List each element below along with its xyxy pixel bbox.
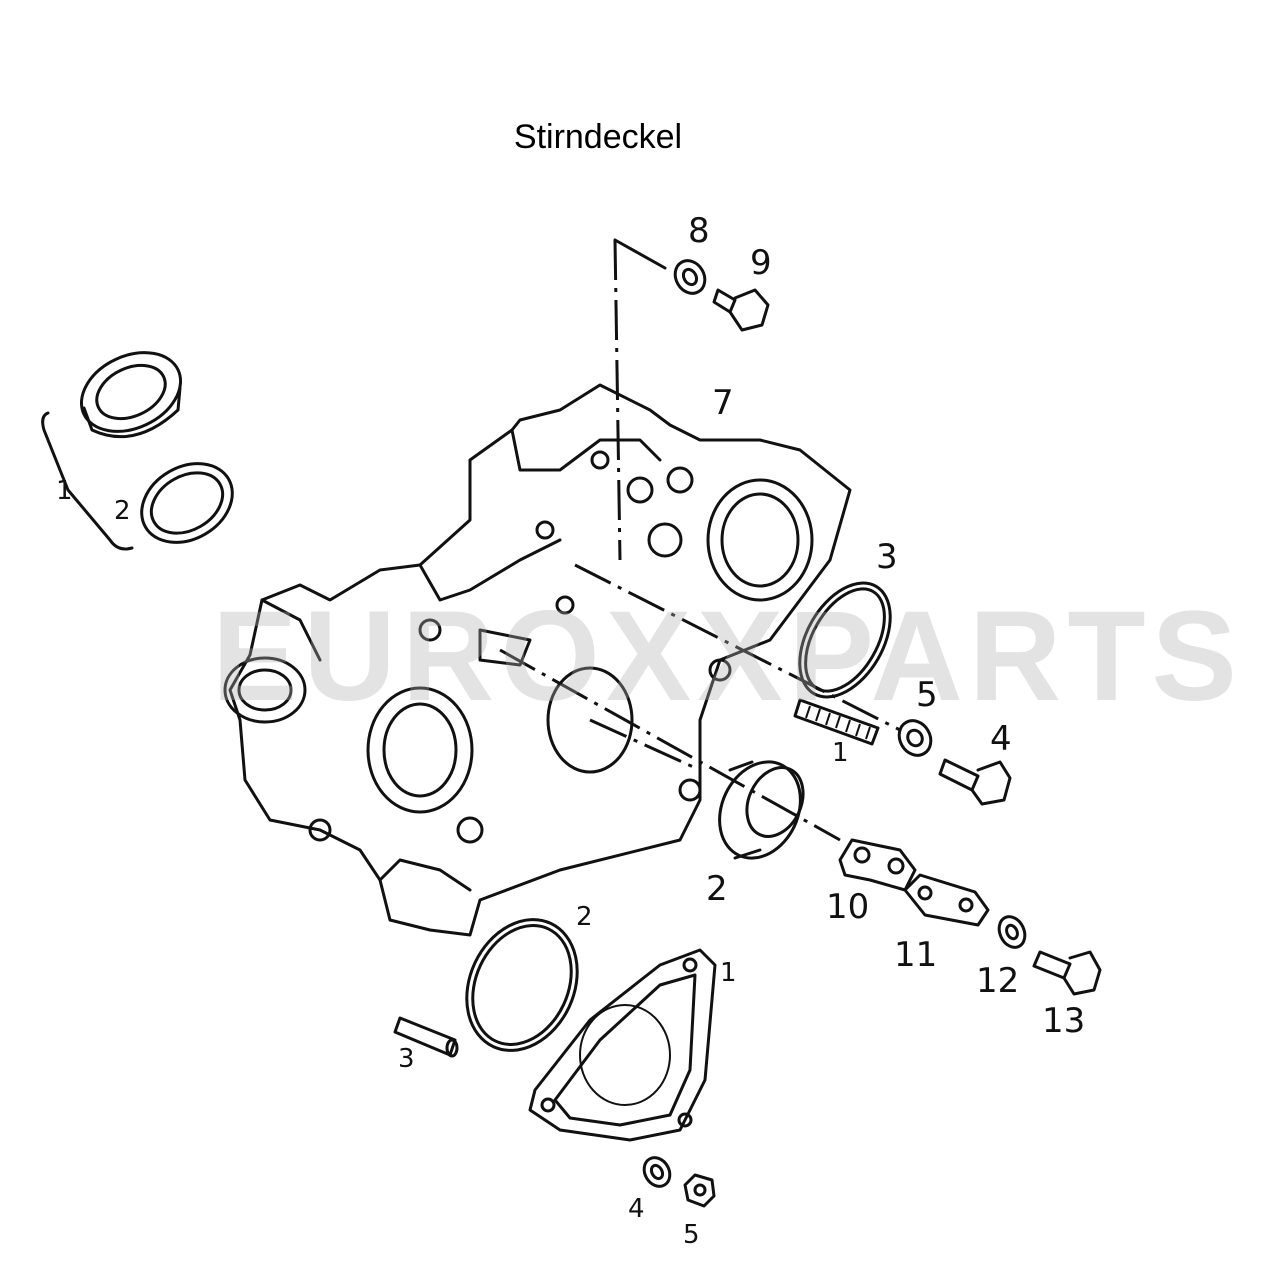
callout-2-ring: 2: [576, 902, 593, 932]
callout-3-pin: 3: [398, 1044, 415, 1074]
nut-5-bottom-part: [683, 1173, 716, 1208]
cover-1-bottom-part: [528, 948, 717, 1142]
callout-2-seal: 2: [706, 869, 728, 909]
callout-5: 5: [916, 675, 938, 715]
flange-10-part: [838, 838, 917, 892]
callout-1-cover: 1: [720, 958, 737, 988]
bolt-13-part: [1032, 950, 1102, 996]
centerline-leader: [613, 238, 667, 270]
shaft-seal-2-part: [718, 760, 805, 860]
callout-2-left: 2: [114, 496, 131, 526]
stud-1-part: [793, 698, 880, 746]
pin-3-bottom-part: [393, 1016, 459, 1058]
centerline-top: [613, 239, 622, 561]
callout-3: 3: [876, 537, 898, 577]
plate-11-part: [903, 873, 990, 927]
callout-5-nut: 5: [683, 1220, 700, 1250]
callout-9: 9: [750, 243, 772, 283]
o-ring-2-bottom-part: [465, 918, 579, 1052]
callout-7: 7: [712, 383, 734, 423]
washer-12-part: [997, 915, 1027, 949]
callout-1-stud: 1: [832, 738, 849, 768]
seal-ring-part: [140, 462, 234, 544]
callout-11: 11: [894, 935, 938, 975]
bolt-4-part: [938, 758, 1012, 806]
centerline-seal: [589, 718, 701, 772]
washer-8-part: [673, 259, 707, 295]
callout-10: 10: [826, 887, 870, 927]
callout-12: 12: [976, 961, 1020, 1001]
o-ring-3-part: [798, 581, 892, 699]
diagram-title: Stirndeckel: [513, 118, 683, 156]
washer-4-bottom-part: [642, 1156, 672, 1188]
callout-4: 4: [990, 719, 1012, 759]
callout-13: 13: [1042, 1001, 1086, 1041]
centerline-stud: [574, 563, 901, 732]
bearing-ring-part: [79, 351, 183, 439]
callout-8: 8: [688, 211, 710, 251]
callout-4-washer: 4: [628, 1194, 645, 1224]
callout-1-bracket: 1: [56, 476, 73, 506]
washer-5-part: [897, 719, 933, 757]
group-bracket: [41, 411, 134, 551]
centerline-shaft: [499, 648, 841, 842]
front-cover-housing: [223, 383, 852, 937]
bolt-9-part: [712, 288, 770, 332]
